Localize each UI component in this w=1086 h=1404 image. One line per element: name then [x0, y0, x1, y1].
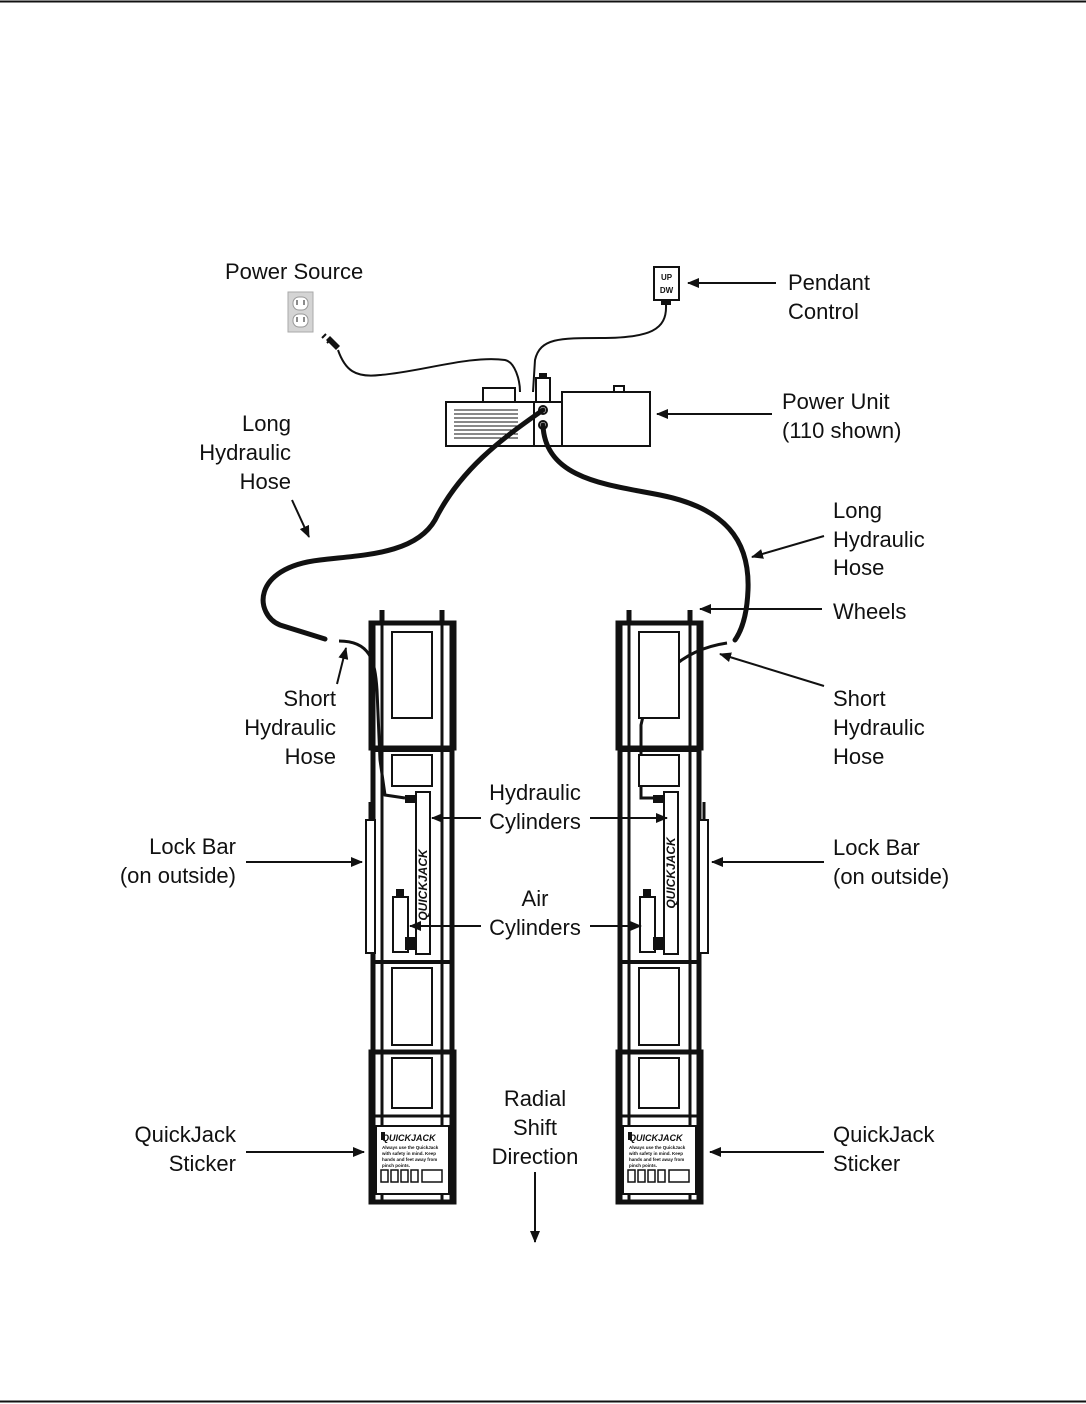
- quickjack-frame-right: [615, 610, 709, 1205]
- air-cylinders-label-2: Cylinders: [489, 915, 581, 940]
- hydraulic-cylinders-label-1: Hydraulic: [489, 780, 581, 805]
- sticker-text-left-2: with safety in mind. Keep: [381, 1151, 436, 1156]
- short-hose-right-label-3: Hose: [833, 744, 884, 769]
- long-hose-right-label-2: Hydraulic: [833, 527, 925, 552]
- sticker-text-right-3: hands and feet away from: [629, 1157, 684, 1162]
- pendant-dw-label: DW: [660, 286, 674, 295]
- power-source-label: Power Source: [225, 259, 363, 284]
- lock-bar-right-label-1: Lock Bar: [833, 835, 920, 860]
- power-outlet-icon: [287, 291, 314, 333]
- sticker-text-left-1: Always use the QuickJack: [382, 1145, 439, 1150]
- long-hose-right-label-1: Long: [833, 498, 882, 523]
- radial-shift-label-3: Direction: [492, 1144, 579, 1169]
- brand-label-left: QUICKJACK: [416, 848, 430, 921]
- sticker-right-label-1: QuickJack: [833, 1122, 935, 1147]
- brand-label-right: QUICKJACK: [664, 836, 678, 909]
- sticker-brand-left: QUICKJACK: [382, 1133, 437, 1143]
- short-hose-left-arrow: [336, 647, 349, 685]
- wheels-label: Wheels: [833, 599, 906, 624]
- radial-shift-label-2: Shift: [513, 1115, 557, 1140]
- short-hose-right-arrow: [719, 652, 825, 687]
- power-unit-label-1: Power Unit: [782, 389, 890, 414]
- sticker-left-label-2: Sticker: [169, 1151, 236, 1176]
- sticker-text-left-4: pinch points.: [382, 1163, 410, 1168]
- power-unit-label-2: (110 shown): [782, 418, 901, 443]
- air-cylinders-label-1: Air: [522, 886, 549, 911]
- sticker-text-right-1: Always use the QuickJack: [629, 1145, 686, 1150]
- radial-shift-label-1: Radial: [504, 1086, 566, 1111]
- sticker-text-right-4: pinch points.: [629, 1163, 657, 1168]
- short-hose-left-label-2: Hydraulic: [244, 715, 336, 740]
- pendant-control-icon: [653, 266, 680, 305]
- hydraulic-cylinders-label-2: Cylinders: [489, 809, 581, 834]
- sticker-text-left-3: hands and feet away from: [382, 1157, 437, 1162]
- long-hose-right-label-3: Hose: [833, 555, 884, 580]
- lock-bar-right-label-2: (on outside): [833, 864, 949, 889]
- pendant-cable: [532, 304, 668, 393]
- pendant-label-1: Pendant: [788, 270, 870, 295]
- lock-bar-left-label-2: (on outside): [120, 863, 236, 888]
- long-hydraulic-hose-right: [540, 422, 751, 643]
- power-plug-icon: [321, 333, 340, 350]
- sticker-text-right: QUICKJACK Always use the QuickJack with …: [628, 1133, 686, 1168]
- long-hose-left-label-2: Hydraulic: [199, 440, 291, 465]
- long-hose-left-arrow: [291, 499, 310, 538]
- long-hydraulic-hose-left: [260, 407, 546, 642]
- sticker-text-right-2: with safety in mind. Keep: [628, 1151, 683, 1156]
- sticker-text-left: QUICKJACK Always use the QuickJack with …: [381, 1133, 439, 1168]
- long-hose-right-arrow: [751, 535, 825, 559]
- short-hose-right-label-2: Hydraulic: [833, 715, 925, 740]
- power-unit-icon: [445, 373, 651, 447]
- long-hose-left-label-3: Hose: [240, 469, 291, 494]
- quickjack-frame-left: [365, 610, 457, 1205]
- short-hose-right-label-1: Short: [833, 686, 886, 711]
- power-cord: [337, 349, 521, 393]
- pendant-up-label: UP: [661, 273, 673, 282]
- sticker-left-label-1: QuickJack: [135, 1122, 237, 1147]
- long-hose-left-label-1: Long: [242, 411, 291, 436]
- sticker-right-label-2: Sticker: [833, 1151, 900, 1176]
- lock-bar-left-label-1: Lock Bar: [149, 834, 236, 859]
- short-hose-left-label-1: Short: [283, 686, 336, 711]
- short-hose-left-label-3: Hose: [285, 744, 336, 769]
- pendant-label-2: Control: [788, 299, 859, 324]
- sticker-brand-right: QUICKJACK: [629, 1133, 684, 1143]
